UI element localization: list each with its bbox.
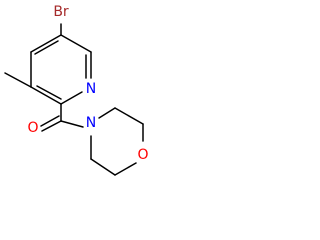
atom-br: Br [53,4,69,20]
atom-label-n-morpholine: N [86,115,96,131]
atom-label-o-morpholine: O [137,147,148,163]
morpholine-ring [90,107,144,176]
bond-methyl [4,72,32,88]
bond-carbonyl-o-inner [40,115,60,127]
bond-o-c-lower [114,162,137,176]
atom-n-pyridine: N [86,81,96,97]
atom-label-n-pyridine: N [86,81,96,97]
bond-c3-c2-inner [36,85,62,100]
bond-c5-c4 [30,34,62,53]
atom-n-morpholine: N [86,115,96,131]
atom-label-o-carbonyl: O [27,120,38,136]
bond-carbonyl-o [41,120,62,132]
atom-label-br: Br [53,4,69,20]
structure-diagram: Br N O N O [4,4,149,176]
bond-n-c-upper [98,107,116,119]
bond-c4-c4-inner [34,40,59,55]
bond-c3-c2 [30,86,62,105]
pyridine-ring [30,34,92,105]
atom-o-morpholine: O [137,147,148,163]
bond-c-c-upper [114,107,144,125]
bond-carbonyl-n [60,120,84,128]
bond-c2-n1 [60,91,83,105]
bond-c6-c5 [60,34,92,53]
atom-o-carbonyl: O [27,120,38,136]
bond-c-c-lower [90,158,116,176]
